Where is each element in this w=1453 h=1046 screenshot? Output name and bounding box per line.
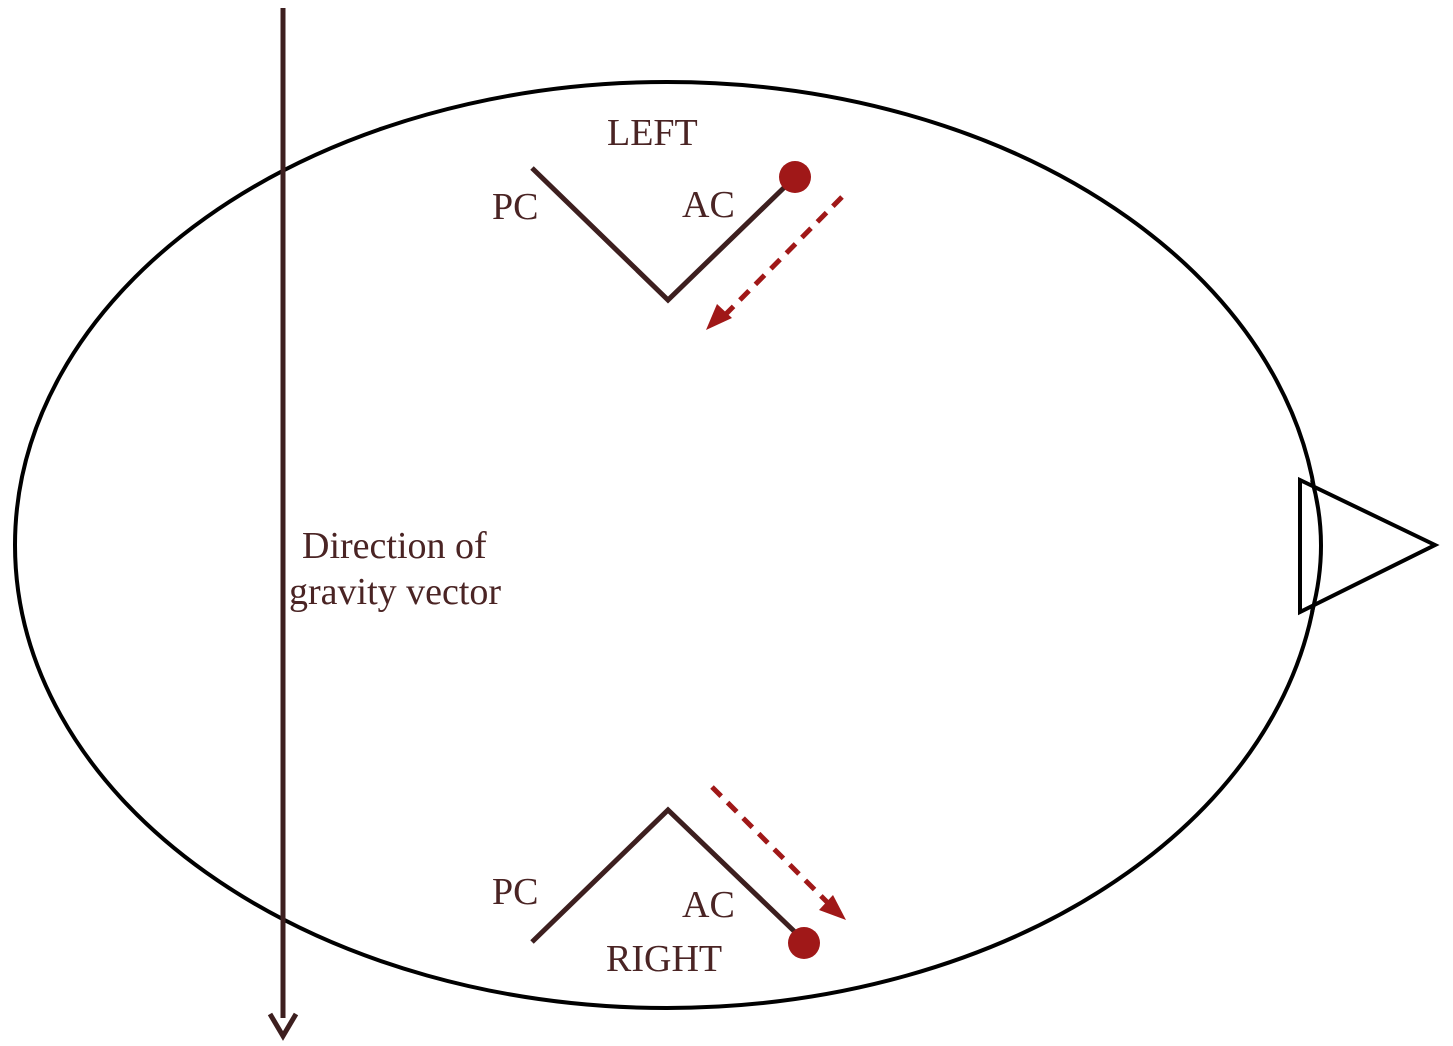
- head-outline-nose-segment: [1310, 479, 1323, 613]
- gravity-arrowhead-icon: [267, 1012, 299, 1041]
- right-label: RIGHT: [606, 938, 722, 980]
- right-pc-label: PC: [492, 871, 538, 913]
- right-movement-arrow: [710, 785, 832, 907]
- left-label: LEFT: [607, 112, 698, 154]
- gravity-label-line1: Direction of: [302, 525, 487, 567]
- right-otoconia-dot: [788, 927, 820, 959]
- left-pc-label: PC: [492, 186, 538, 228]
- nose-icon: [1298, 476, 1440, 616]
- right-movement-arrowhead-icon: [819, 895, 846, 920]
- right-canal-pair: [530, 806, 797, 944]
- left-otoconia-dot: [779, 161, 811, 193]
- head-outline: [13, 80, 1321, 1010]
- right-ac-label: AC: [682, 884, 735, 926]
- gravity-label-line2: gravity vector: [289, 571, 501, 613]
- left-canal-pair: [530, 166, 797, 304]
- left-movement-arrow: [718, 195, 844, 322]
- left-movement-arrowhead-icon: [706, 304, 732, 330]
- left-ac-label: AC: [682, 184, 735, 226]
